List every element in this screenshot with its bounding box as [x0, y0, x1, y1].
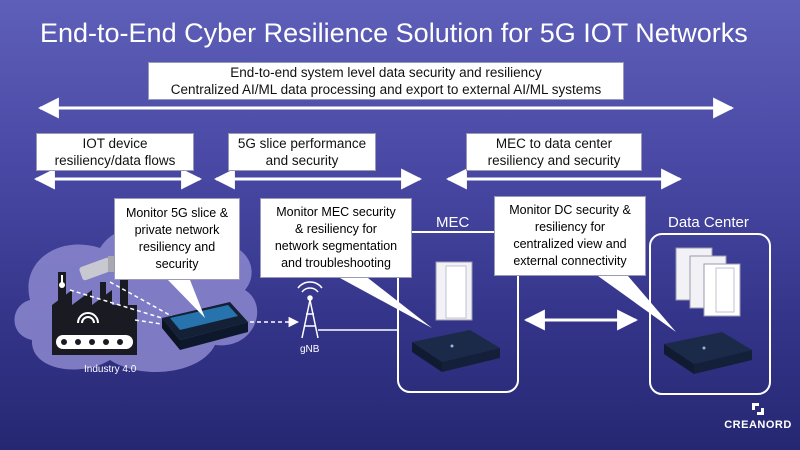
- callout-slice-monitoring: Monitor 5G slice & private network resil…: [114, 198, 240, 280]
- mec-device: [412, 330, 500, 372]
- callout-3-line-1: Monitor DC security &: [509, 203, 631, 217]
- iot-links: [69, 281, 176, 327]
- creanord-logo: CREANORD: [718, 402, 798, 431]
- callout-1-line-1: Monitor 5G slice &: [125, 206, 229, 220]
- mec-label: MEC: [436, 214, 470, 231]
- callout-1-line-3: resiliency and: [138, 240, 216, 254]
- end-to-end-line-1: End-to-end system level data security an…: [230, 65, 542, 80]
- callout-1-pointer: [168, 280, 205, 318]
- callout-3-line-2: resiliency for: [534, 220, 606, 234]
- mec-dc-scope-line-1: MEC to data center: [495, 136, 613, 151]
- mec-server-icon: [435, 261, 473, 321]
- camera-icon: [79, 256, 116, 281]
- end-to-end-box: End-to-end system level data security an…: [148, 62, 624, 100]
- mec-dc-scope-line-2: resiliency and security: [487, 153, 621, 168]
- callout-2-line-1: Monitor MEC security: [276, 205, 396, 219]
- gnb-tower-icon: [297, 281, 323, 339]
- callout-3-pointer: [598, 276, 676, 332]
- iot-scope-line-2: resiliency/data flows: [54, 153, 176, 168]
- callout-2-pointer: [340, 278, 432, 328]
- edge-router-device: [162, 302, 248, 350]
- data-center-device: [664, 332, 752, 374]
- callout-1-line-4: security: [155, 257, 199, 271]
- mec-frame: [397, 231, 519, 393]
- callout-2-line-2: & resiliency for: [295, 222, 377, 236]
- factory-icon: [52, 272, 137, 355]
- data-center-servers-icon: [675, 247, 741, 317]
- slice-scope-line-1: 5G slice performance: [237, 136, 367, 151]
- creanord-logo-icon: [752, 403, 764, 415]
- callout-2-line-3: network segmentation: [274, 239, 398, 253]
- callout-1-line-2: private network: [134, 223, 220, 237]
- page-title: End-to-End Cyber Resilience Solution for…: [40, 18, 748, 48]
- creanord-logo-text: CREANORD: [724, 419, 792, 431]
- end-to-end-line-2: Centralized AI/ML data processing and ex…: [170, 82, 602, 97]
- callout-2-line-4: and troubleshooting: [281, 256, 391, 270]
- data-center-frame: [649, 233, 771, 395]
- callout-3-line-3: centralized view and: [513, 237, 627, 251]
- industry-label: Industry 4.0: [84, 364, 137, 375]
- slice-scope-box: 5G slice performance and security: [228, 133, 376, 171]
- callout-dc-monitoring: Monitor DC security & resiliency for cen…: [494, 196, 646, 276]
- data-center-label: Data Center: [668, 214, 749, 231]
- callout-mec-monitoring: Monitor MEC security & resiliency for ne…: [260, 198, 412, 278]
- callout-3-line-4: external connectivity: [513, 254, 627, 268]
- mec-dc-scope-box: MEC to data center resiliency and securi…: [466, 133, 642, 171]
- slice-scope-line-2: and security: [265, 153, 339, 168]
- iot-scope-box: IOT device resiliency/data flows: [36, 133, 194, 171]
- gnb-label: gNB: [300, 344, 320, 355]
- iot-scope-line-1: IOT device: [82, 136, 148, 151]
